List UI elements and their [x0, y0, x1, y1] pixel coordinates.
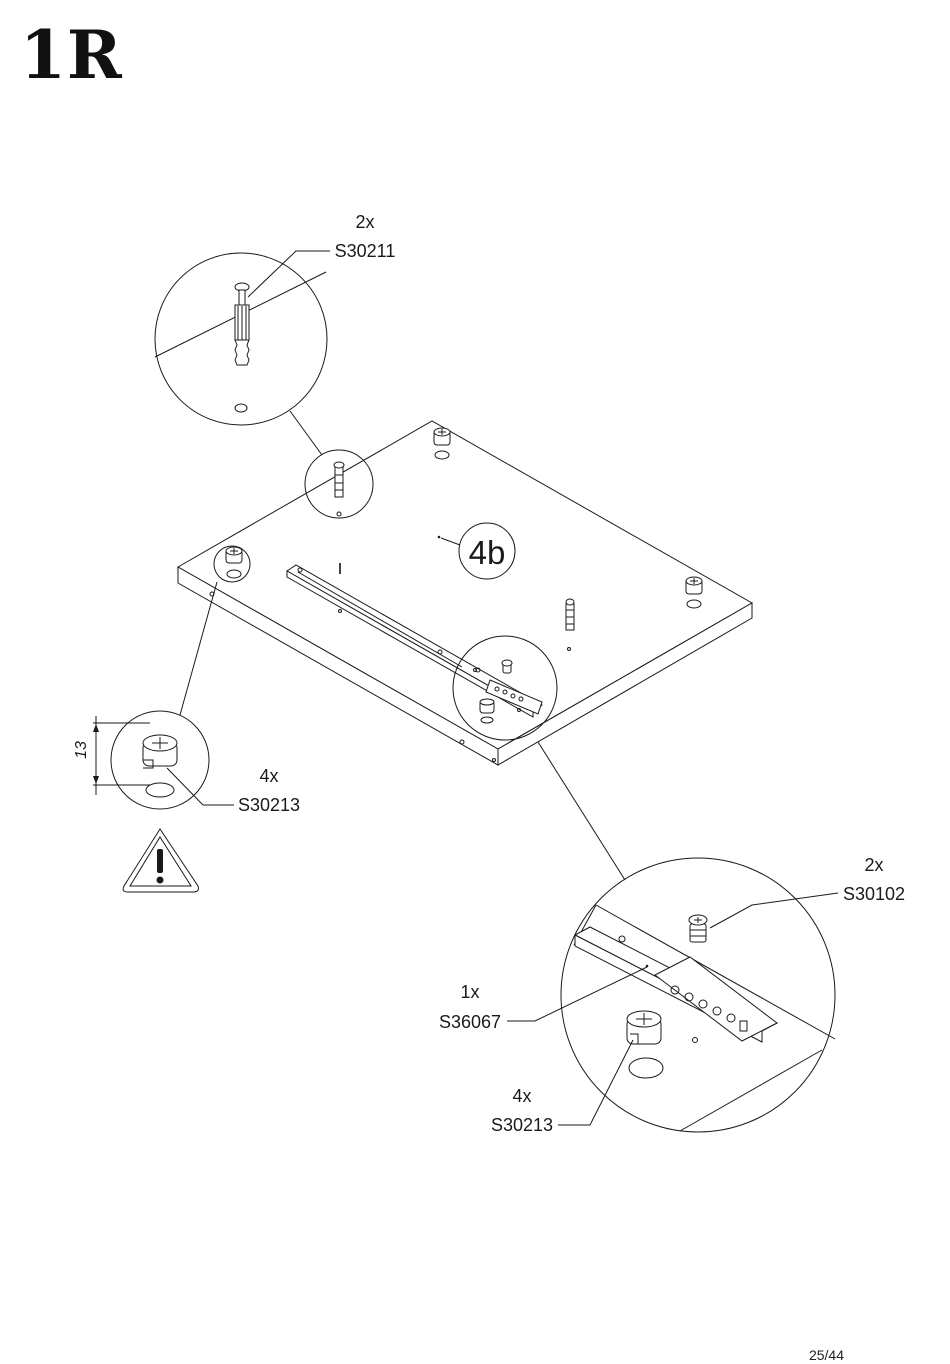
- cam-right-code: S30213: [491, 1115, 553, 1135]
- panel-label-circle: [458, 522, 516, 580]
- detail-dowel: [154, 250, 330, 456]
- screw-code: S30102: [843, 884, 905, 904]
- cam-lock-left-zoom: [213, 545, 251, 583]
- dowel-qty: 2x: [355, 212, 374, 232]
- zoom-rail-end-panel: [452, 635, 558, 741]
- dowel-tall-right: [565, 598, 575, 651]
- exclamation-triangle-icon: [122, 828, 199, 893]
- cam-right-qty: 4x: [512, 1086, 531, 1106]
- rail-code: S36067: [439, 1012, 501, 1032]
- panel-4b: 4b: [176, 420, 754, 766]
- dowel-code: S30211: [335, 241, 396, 261]
- detail-rail: [507, 741, 839, 1133]
- rail-on-panel: [286, 564, 543, 718]
- cam-left-qty: 4x: [259, 766, 278, 786]
- cam-left-code: S30213: [238, 795, 300, 815]
- panel-label: 4b: [469, 534, 506, 571]
- zoom-dowel-panel: [304, 449, 374, 519]
- screw-qty: 2x: [864, 855, 883, 875]
- page-number: 25/44: [808, 1347, 844, 1363]
- cam-lock-right: [685, 576, 703, 609]
- rail-qty: 1x: [460, 982, 479, 1002]
- detail-cam-left: [93, 581, 234, 810]
- cam-lock-top: [433, 427, 451, 460]
- dowel-small-1: [338, 563, 342, 613]
- dimension-13: 13: [73, 741, 90, 759]
- step-label: 1R: [20, 16, 123, 94]
